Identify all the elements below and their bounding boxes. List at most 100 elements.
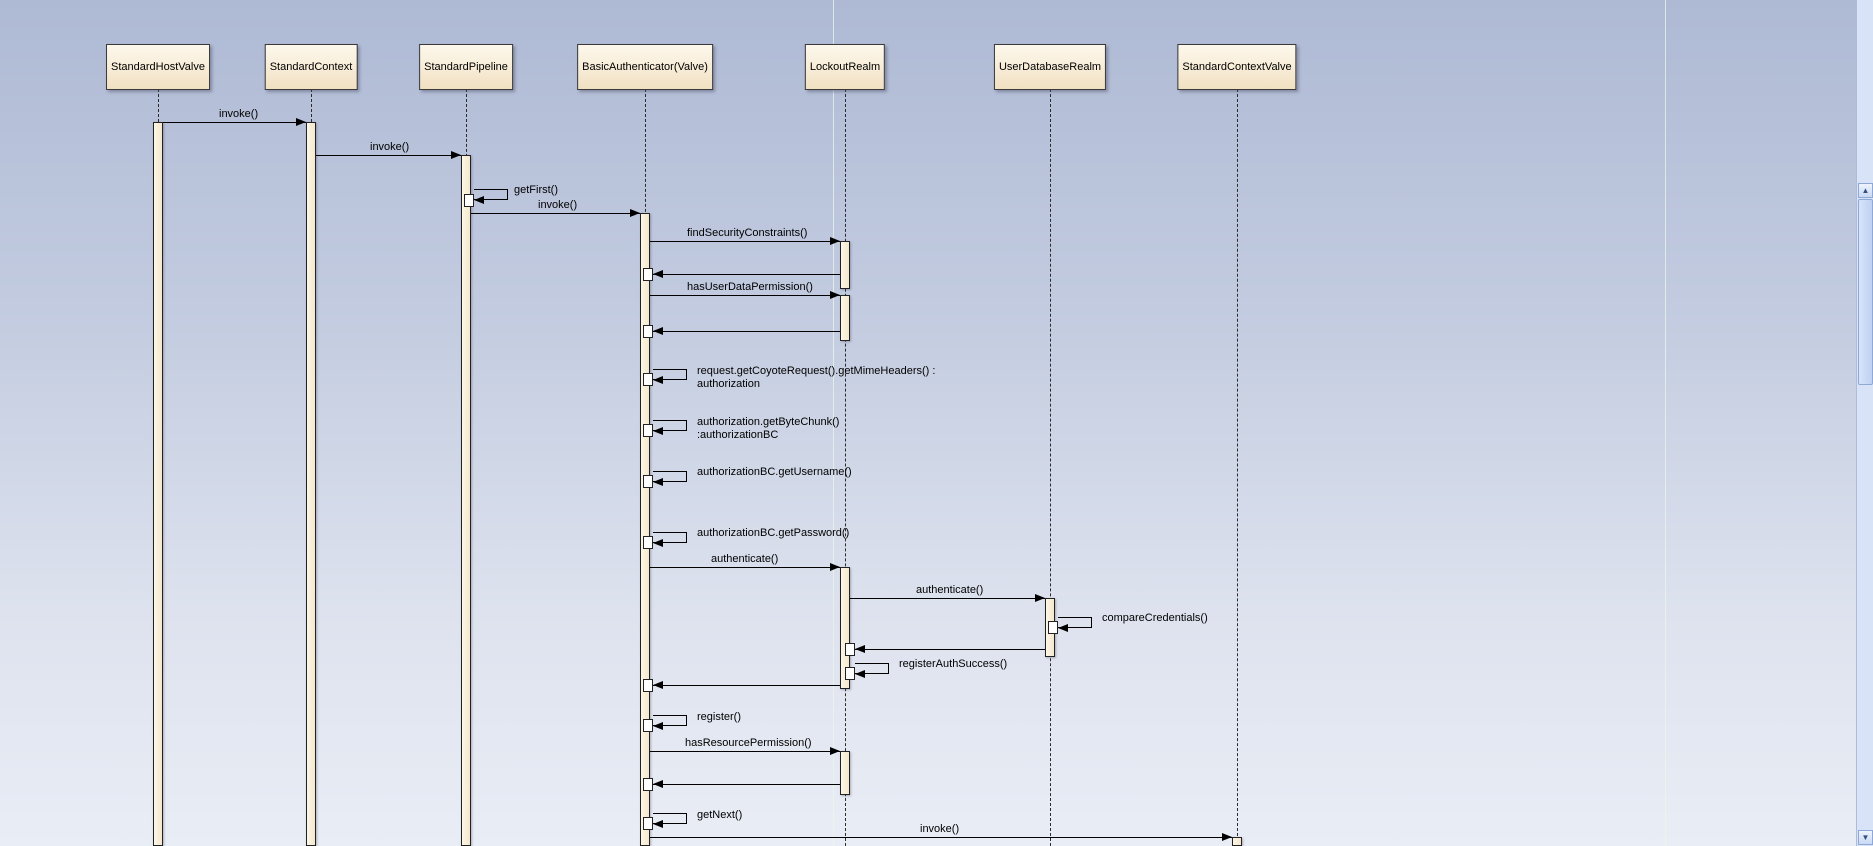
self-message-loop[interactable] <box>1058 617 1092 628</box>
arrowhead-left-icon <box>653 270 663 278</box>
activation-lockoutrealm[interactable] <box>840 241 850 289</box>
arrowhead-right-icon <box>830 237 840 245</box>
activation-basicauthenticator[interactable] <box>640 213 650 846</box>
arrowhead-left-icon <box>855 670 865 678</box>
nested-activation[interactable] <box>845 667 855 680</box>
activation-standardcontextvalve[interactable] <box>1232 837 1242 846</box>
return-message-line[interactable] <box>653 784 840 785</box>
lifeline-standardcontextvalve[interactable] <box>1237 89 1238 846</box>
lifeline-lockoutrealm[interactable] <box>845 89 846 846</box>
return-message-line[interactable] <box>653 331 840 332</box>
message-label[interactable]: invoke() <box>219 108 259 120</box>
nested-activation[interactable] <box>643 325 653 338</box>
message-label[interactable]: registerAuthSuccess() <box>899 658 1008 670</box>
message-line[interactable] <box>163 122 306 123</box>
arrowhead-right-icon <box>830 747 840 755</box>
message-label[interactable]: authorization.getByteChunk() <box>697 416 840 428</box>
message-label[interactable]: request.getCoyoteRequest().getMimeHeader… <box>697 365 936 377</box>
message-label[interactable]: hasResourcePermission() <box>685 737 812 749</box>
self-message-loop[interactable] <box>653 813 687 824</box>
message-label[interactable]: authorizationBC.getPassword() <box>697 527 850 539</box>
message-line[interactable] <box>316 155 461 156</box>
message-line[interactable] <box>471 213 640 214</box>
message-line[interactable] <box>650 567 840 568</box>
arrowhead-left-icon <box>653 820 663 828</box>
scroll-up-button[interactable]: ▲ <box>1858 183 1873 198</box>
message-label[interactable]: hasUserDataPermission() <box>687 281 813 293</box>
message-label[interactable]: findSecurityConstraints() <box>687 227 808 239</box>
self-message-loop[interactable] <box>855 663 889 674</box>
return-message-line[interactable] <box>653 685 840 686</box>
message-label[interactable]: invoke() <box>370 141 410 153</box>
message-label[interactable]: authorizationBC.getUsername() <box>697 466 852 478</box>
self-message-loop[interactable] <box>653 369 687 380</box>
nested-activation[interactable] <box>643 424 653 437</box>
activation-lockoutrealm[interactable] <box>840 751 850 795</box>
nested-activation[interactable] <box>845 643 855 656</box>
arrowhead-right-icon <box>1035 594 1045 602</box>
activation-lockoutrealm[interactable] <box>840 295 850 341</box>
return-message-line[interactable] <box>855 649 1045 650</box>
lifeline-head-basicauthenticator[interactable]: BasicAuthenticator(Valve) <box>577 44 713 90</box>
scroll-up-icon: ▲ <box>1861 186 1870 195</box>
nested-activation[interactable] <box>643 719 653 732</box>
scroll-down-button[interactable]: ▼ <box>1858 830 1873 845</box>
message-label[interactable]: authenticate() <box>711 553 779 565</box>
message-label[interactable]: invoke() <box>920 823 960 835</box>
activation-standardhostvalve[interactable] <box>153 122 163 846</box>
self-message-loop[interactable] <box>474 189 508 200</box>
message-label[interactable]: authorization <box>697 378 760 390</box>
arrowhead-left-icon <box>653 722 663 730</box>
arrowhead-left-icon <box>855 645 865 653</box>
message-line[interactable] <box>650 751 840 752</box>
nested-activation[interactable] <box>643 536 653 549</box>
nested-activation[interactable] <box>643 475 653 488</box>
nested-activation[interactable] <box>643 679 653 692</box>
message-label[interactable]: compareCredentials() <box>1102 612 1208 624</box>
message-line[interactable] <box>650 241 840 242</box>
nested-activation[interactable] <box>1048 621 1058 634</box>
arrowhead-left-icon <box>653 681 663 689</box>
activation-lockoutrealm[interactable] <box>840 567 850 689</box>
self-message-loop[interactable] <box>653 532 687 543</box>
self-message-loop[interactable] <box>653 471 687 482</box>
nested-activation[interactable] <box>643 268 653 281</box>
vertical-scrollbar[interactable]: ▲ ▼ <box>1856 0 1873 846</box>
scroll-down-icon: ▼ <box>1861 833 1870 842</box>
message-label[interactable]: authenticate() <box>916 584 984 596</box>
arrowhead-right-icon <box>630 209 640 217</box>
arrowhead-right-icon <box>830 291 840 299</box>
message-line[interactable] <box>850 598 1045 599</box>
nested-activation[interactable] <box>643 817 653 830</box>
message-label[interactable]: register() <box>697 711 742 723</box>
arrowhead-left-icon <box>474 196 484 204</box>
message-label[interactable]: invoke() <box>538 199 578 211</box>
activation-standardpipeline[interactable] <box>461 155 471 846</box>
arrowhead-left-icon <box>653 327 663 335</box>
lifeline-head-lockoutrealm[interactable]: LockoutRealm <box>804 44 886 90</box>
lifeline-head-standardcontextvalve[interactable]: StandardContextValve <box>1177 44 1297 90</box>
self-message-loop[interactable] <box>653 420 687 431</box>
lifeline-head-userdatabaserealm[interactable]: UserDatabaseRealm <box>993 44 1107 90</box>
vertical-scrollbar-thumb[interactable] <box>1858 199 1873 385</box>
arrowhead-left-icon <box>653 478 663 486</box>
message-line[interactable] <box>650 837 1232 838</box>
self-message-loop[interactable] <box>653 715 687 726</box>
nested-activation[interactable] <box>643 373 653 386</box>
lifeline-userdatabaserealm[interactable] <box>1050 89 1051 846</box>
message-label[interactable]: getNext() <box>697 809 743 821</box>
lifeline-head-standardcontext[interactable]: StandardContext <box>264 44 358 90</box>
message-line[interactable] <box>650 295 840 296</box>
nested-activation[interactable] <box>643 778 653 791</box>
message-label[interactable]: :authorizationBC <box>697 429 779 441</box>
nested-activation[interactable] <box>464 194 474 207</box>
lifeline-head-standardhostvalve[interactable]: StandardHostValve <box>106 44 210 90</box>
return-message-line[interactable] <box>653 274 840 275</box>
lifeline-head-standardpipeline[interactable]: StandardPipeline <box>419 44 513 90</box>
arrowhead-right-icon <box>451 151 461 159</box>
activation-standardcontext[interactable] <box>306 122 316 846</box>
arrowhead-left-icon <box>653 539 663 547</box>
message-label[interactable]: getFirst() <box>514 184 558 196</box>
page-boundary-line <box>833 0 834 846</box>
